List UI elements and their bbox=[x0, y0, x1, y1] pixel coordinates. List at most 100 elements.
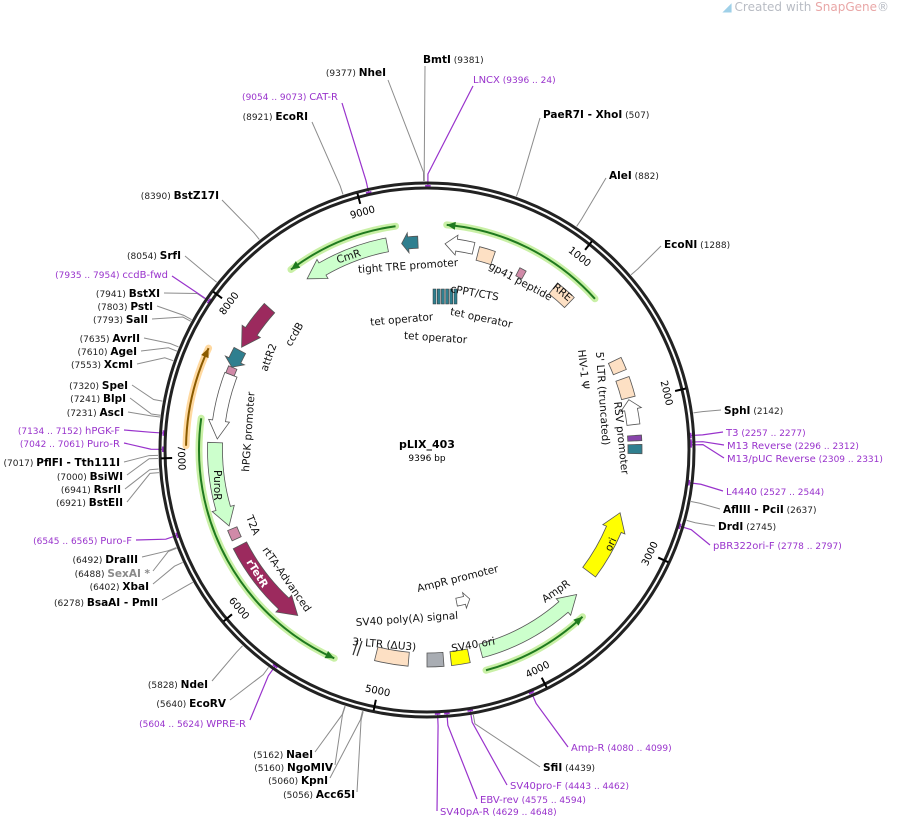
primer-label[interactable]: SV40pro-F (4443 .. 4462) bbox=[510, 781, 629, 792]
hiv-psi-feature[interactable] bbox=[607, 356, 627, 376]
tick-label: 4000 bbox=[524, 659, 552, 680]
enzyme-site-label[interactable]: SphI (2142) bbox=[724, 405, 783, 417]
enzyme-site-label[interactable]: (7231) AscI bbox=[67, 407, 124, 419]
enzyme-site-label[interactable]: SfiI (4439) bbox=[543, 762, 595, 774]
enzyme-site-label[interactable]: (7635) AvrII bbox=[80, 333, 140, 345]
rre-feature[interactable] bbox=[548, 282, 575, 309]
sv40-ori-feature[interactable] bbox=[449, 648, 471, 667]
enzyme-site-label[interactable]: (6921) BstEII bbox=[56, 497, 123, 509]
enzyme-site-label[interactable]: PaeR7I - XhoI (507) bbox=[543, 109, 649, 121]
enzyme-site-label[interactable]: AflIII - PciI (2637) bbox=[723, 504, 817, 516]
enzyme-site-label[interactable]: (7017) PflFI - Tth111I bbox=[3, 457, 120, 469]
paren: ( bbox=[562, 782, 568, 792]
ampr-feature[interactable] bbox=[478, 593, 578, 659]
primer-label[interactable]: EBV-rev (4575 .. 4594) bbox=[480, 795, 586, 806]
enzyme-site-label[interactable]: (6278) BsaAI - PmlI bbox=[54, 597, 158, 609]
primer-label[interactable]: (7042 .. 7061) Puro-R bbox=[20, 439, 120, 450]
primer-label[interactable]: LNCX (9396 .. 24) bbox=[473, 75, 556, 86]
rtetr-feature[interactable] bbox=[232, 541, 299, 616]
primer-label[interactable]: T3 (2257 .. 2277) bbox=[725, 428, 806, 439]
site-position: 7553 bbox=[75, 361, 98, 371]
site-name: EcoRI bbox=[275, 111, 308, 123]
enzyme-site-label[interactable]: (7241) BlpI bbox=[70, 393, 126, 405]
primer-label[interactable]: L4440 (2527 .. 2544) bbox=[726, 487, 824, 498]
enzyme-site-label[interactable]: DrdI (2745) bbox=[718, 521, 776, 533]
primer-label[interactable]: (9054 .. 9073) CAT-R bbox=[242, 92, 338, 103]
enzyme-site-label[interactable]: (7000) BsiWI bbox=[57, 471, 123, 483]
ori-feature[interactable] bbox=[582, 512, 626, 578]
enzyme-site-label[interactable]: (6941) RsrII bbox=[61, 484, 121, 496]
ltr3-feature[interactable] bbox=[374, 646, 410, 667]
feature-label-attr2: attR2 bbox=[259, 342, 280, 373]
tet-operator-box[interactable] bbox=[453, 288, 458, 305]
feature-label-ori: ori bbox=[603, 536, 620, 553]
enzyme-site-label[interactable]: (8390) BstZ17I bbox=[141, 190, 219, 202]
small-teal-feature[interactable] bbox=[627, 443, 643, 455]
enzyme-site-label[interactable]: (8921) EcoRI bbox=[243, 111, 308, 123]
enzyme-site-label[interactable]: AleI (882) bbox=[609, 170, 659, 182]
site-position: 7803 bbox=[101, 303, 124, 313]
enzyme-site-label[interactable]: (7793) SalI bbox=[93, 314, 148, 326]
primer-label[interactable]: (7134 .. 7152) hPGK-F bbox=[18, 426, 120, 437]
ccdb-feature[interactable] bbox=[241, 302, 276, 348]
enzyme-site-label[interactable]: (6488) SexAI * bbox=[75, 568, 151, 580]
feature-label-hpgk-promoter: hPGK promoter bbox=[240, 391, 258, 472]
leader-line bbox=[469, 710, 508, 786]
attr2-feature[interactable] bbox=[225, 365, 238, 377]
tet-operator-box[interactable] bbox=[436, 288, 441, 305]
primer-label[interactable]: pBR322ori-F (2778 .. 2797) bbox=[713, 541, 842, 552]
leader-line bbox=[151, 316, 192, 322]
primer-label[interactable]: SV40pA-R (4629 .. 4648) bbox=[440, 807, 557, 818]
cppt-white-arrow-feature[interactable] bbox=[444, 234, 476, 256]
enzyme-site-label[interactable]: (7941) BstXI bbox=[96, 288, 160, 300]
enzyme-site-label[interactable]: (5162) NaeI bbox=[253, 749, 313, 761]
cmr-feature[interactable] bbox=[306, 237, 389, 280]
enzyme-site-label[interactable]: (9377) NheI bbox=[326, 67, 386, 79]
puror-feature[interactable] bbox=[207, 441, 235, 527]
enzyme-site-label[interactable]: (6402) XbaI bbox=[90, 581, 149, 593]
gp41-peptide-feature[interactable] bbox=[515, 267, 527, 280]
ltr5-feature[interactable] bbox=[615, 375, 636, 401]
tet-operator-box[interactable] bbox=[449, 288, 454, 305]
tet-operator-box[interactable] bbox=[441, 288, 445, 305]
hpgk-promoter-feature[interactable] bbox=[207, 371, 238, 440]
cppt-cts-feature[interactable] bbox=[475, 246, 496, 266]
site-position: 7000 bbox=[60, 473, 83, 483]
enzyme-site-label[interactable]: (7803) PstI bbox=[98, 301, 153, 313]
enzyme-site-label[interactable]: (6492) DraIII bbox=[73, 554, 139, 566]
tet-operator-box[interactable] bbox=[432, 288, 437, 305]
small-site-feature[interactable] bbox=[627, 434, 643, 442]
enzyme-site-label[interactable]: BmtI (9381) bbox=[423, 54, 484, 66]
paren: ) bbox=[82, 499, 88, 509]
primer-label[interactable]: (7935 .. 7954) ccdB-fwd bbox=[55, 270, 168, 281]
primer-label[interactable]: (6545 .. 6565) Puro-F bbox=[33, 536, 132, 547]
enzyme-site-label[interactable]: (7610) AgeI bbox=[78, 346, 137, 358]
enzyme-site-label[interactable]: (5160) NgoMIV bbox=[254, 762, 334, 774]
enzyme-site-label[interactable]: (5056) Acc65I bbox=[283, 789, 355, 801]
tick-mark bbox=[372, 699, 377, 711]
teal-arrow-feature[interactable] bbox=[224, 346, 247, 368]
orf-arc bbox=[198, 418, 335, 660]
leader-line bbox=[688, 482, 724, 492]
rsv-promoter-feature[interactable] bbox=[619, 399, 643, 426]
enzyme-site-label[interactable]: EcoNI (1288) bbox=[664, 239, 730, 251]
site-position: 7231 bbox=[70, 409, 93, 419]
enzyme-site-label[interactable]: (5060) KpnI bbox=[268, 775, 328, 787]
sv40-polya-feature[interactable] bbox=[426, 651, 445, 668]
enzyme-site-label[interactable]: (5828) NdeI bbox=[148, 679, 208, 691]
enzyme-site-label[interactable]: (7320) SpeI bbox=[69, 380, 128, 392]
tet-operator-box[interactable] bbox=[445, 288, 449, 305]
enzyme-site-label[interactable]: (8054) SrfI bbox=[127, 250, 181, 262]
primer-label[interactable]: M13/pUC Reverse (2309 .. 2331) bbox=[727, 454, 883, 465]
tight-tre-promoter-feature[interactable] bbox=[401, 231, 419, 255]
enzyme-site-label[interactable]: (5640) EcoRV bbox=[156, 698, 226, 710]
paren: ) bbox=[124, 303, 130, 313]
primer-label[interactable]: M13 Reverse (2296 .. 2312) bbox=[727, 441, 859, 452]
primer-label[interactable]: (5604 .. 5624) WPRE-R bbox=[139, 719, 246, 730]
tick-label: 2000 bbox=[658, 380, 675, 407]
ampr-promoter-feature[interactable] bbox=[455, 591, 471, 610]
enzyme-site-label[interactable]: (7553) XcmI bbox=[71, 359, 133, 371]
t2a-feature[interactable] bbox=[227, 526, 242, 542]
feature-shapes bbox=[207, 231, 643, 668]
primer-label[interactable]: Amp-R (4080 .. 4099) bbox=[571, 743, 672, 754]
